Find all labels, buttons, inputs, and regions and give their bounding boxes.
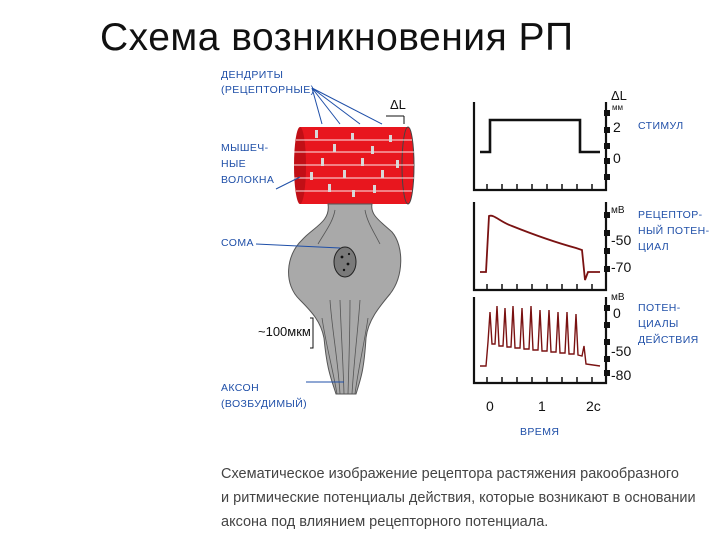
receptor-tick-2: -70 — [611, 259, 632, 275]
dendrites-label-line1: ДЕНДРИТЫ — [221, 69, 284, 81]
action-tick-3: -80 — [611, 367, 632, 383]
nucleus — [333, 246, 357, 278]
dendrites-label-line2: (РЕЦЕПТОРНЫЕ) — [221, 84, 315, 96]
time-tick-2: 2с — [586, 398, 601, 414]
stimulus-unit-symbol: ΔL — [611, 88, 627, 103]
receptor-tick-1: -50 — [611, 232, 632, 248]
caption-line-3: аксона под влиянием рецепторного потенци… — [221, 514, 549, 530]
receptor-label-line1: РЕЦЕПТОР- — [638, 209, 703, 221]
stimulus-label: СТИМУЛ — [638, 120, 684, 132]
axon-label-line1: АКСОН — [221, 382, 260, 394]
time-axis-label: ВРЕМЯ — [520, 426, 560, 438]
neuron-fibrils — [317, 209, 381, 395]
neuron-body — [288, 203, 402, 395]
stimulus-trace — [480, 118, 600, 154]
scale-label: ~100мкм — [258, 324, 311, 339]
receptor-label-line2: НЫЙ ПОТЕН- — [638, 225, 710, 237]
axon-label-line2: (ВОЗБУДИМЫЙ) — [221, 398, 308, 410]
receptor-frame — [472, 202, 608, 292]
time-tick-1: 1 — [538, 398, 546, 414]
action-unit: мВ — [611, 292, 625, 303]
figure-caption: Схематическое изображение рецептора раст… — [221, 462, 717, 534]
muscle-fiber — [294, 126, 415, 205]
muscle-label-line1: МЫШЕЧ- — [221, 142, 269, 154]
stimulus-unit-mm: мм — [612, 103, 623, 112]
delta-l-label: ΔL — [390, 97, 406, 112]
axis-tick-marks — [604, 110, 610, 376]
muscle-label-line2: НЫЕ — [221, 158, 247, 170]
action-label-line3: ДЕЙСТВИЯ — [638, 334, 699, 346]
action-label-line1: ПОТЕН- — [638, 302, 681, 314]
stimulus-tick-low: 0 — [613, 150, 621, 166]
slide-title: Схема возникновения РП — [100, 16, 574, 59]
receptor-label-line3: ЦИАЛ — [638, 241, 670, 253]
soma-label: СОМА — [221, 237, 254, 249]
receptor-unit: мВ — [611, 205, 625, 216]
stimulus-tick-high: 2 — [613, 119, 621, 135]
action-tick-1: 0 — [613, 305, 621, 321]
caption-line-2: и ритмические потенциалы действия, котор… — [221, 490, 696, 506]
action-tick-2: -50 — [611, 343, 632, 359]
action-label-line2: ЦИАЛЫ — [638, 318, 679, 330]
stimulus-frame — [472, 102, 608, 192]
scale-bracket — [310, 317, 314, 349]
caption-line-1: Схематическое изображение рецептора раст… — [221, 466, 679, 482]
action-potentials-trace — [480, 305, 601, 367]
action-frame — [472, 297, 608, 385]
time-tick-0: 0 — [486, 398, 494, 414]
pointer-lines — [255, 87, 383, 383]
muscle-label-line3: ВОЛОКНА — [221, 174, 275, 186]
receptor-potential-trace — [480, 214, 600, 281]
